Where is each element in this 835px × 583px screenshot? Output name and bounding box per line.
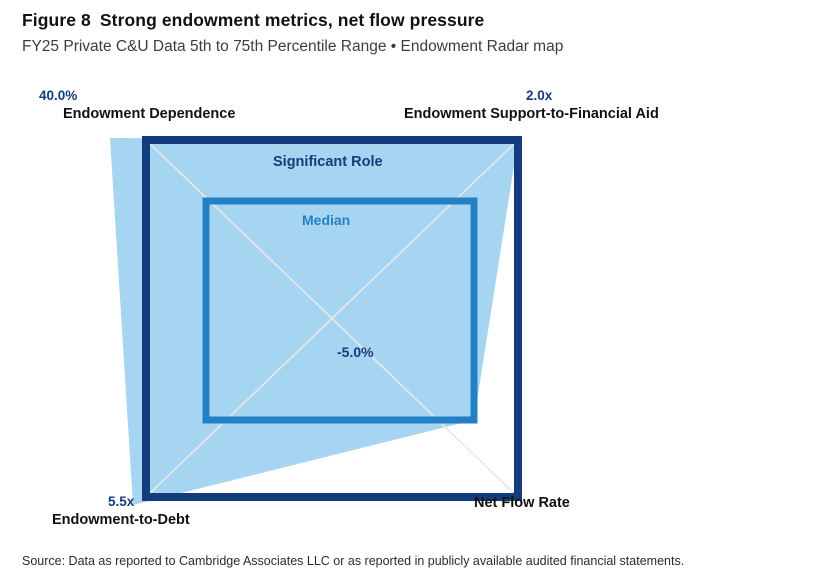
axis-label-endowment-support-to-financial-aid: 2.0x Endowment Support-to-Financial Aid bbox=[404, 88, 659, 123]
figure-number: Figure 8 bbox=[22, 10, 91, 30]
axis-value-endowment-support-to-financial-aid: 2.0x bbox=[526, 88, 553, 103]
figure-title-text: Strong endowment metrics, net flow press… bbox=[99, 10, 485, 30]
source-note: Source: Data as reported to Cambridge As… bbox=[22, 554, 685, 568]
ring-label-median: Median bbox=[302, 212, 351, 228]
series-area-fy25-range bbox=[110, 138, 518, 505]
outer-ring-significant-role bbox=[142, 136, 522, 501]
axis-name-net-flow-rate: Net Flow Rate bbox=[474, 495, 570, 511]
axis-label-endowment-dependence: 40.0% Endowment Dependence bbox=[38, 88, 235, 123]
axis-name-endowment-support-to-financial-aid: Endowment Support-to-Financial Aid bbox=[404, 105, 659, 122]
ring-label-significant-role: Significant Role bbox=[273, 154, 383, 170]
figure-subtitle: FY25 Private C&U Data 5th to 75th Percen… bbox=[22, 38, 564, 55]
axis-name-endowment-to-debt: Endowment-to-Debt bbox=[52, 511, 190, 528]
page-title: Figure 8 Strong endowment metrics, net fl… bbox=[22, 10, 812, 31]
center-value-net-flow-rate: -5.0% bbox=[337, 344, 374, 360]
axis-label-endowment-to-debt: 5.5x Endowment-to-Debt bbox=[52, 494, 190, 529]
inner-ring-median bbox=[202, 197, 478, 424]
axis-value-endowment-to-debt: 5.5x bbox=[108, 494, 135, 509]
figure-header: Figure 8 Strong endowment metrics, net fl… bbox=[22, 10, 812, 56]
axis-name-endowment-dependence: Endowment Dependence bbox=[63, 105, 236, 122]
axis-label-net-flow-rate: Net Flow Rate bbox=[474, 494, 570, 512]
axis-value-endowment-dependence: 40.0% bbox=[39, 88, 78, 103]
grid-diagonals bbox=[145, 139, 519, 498]
